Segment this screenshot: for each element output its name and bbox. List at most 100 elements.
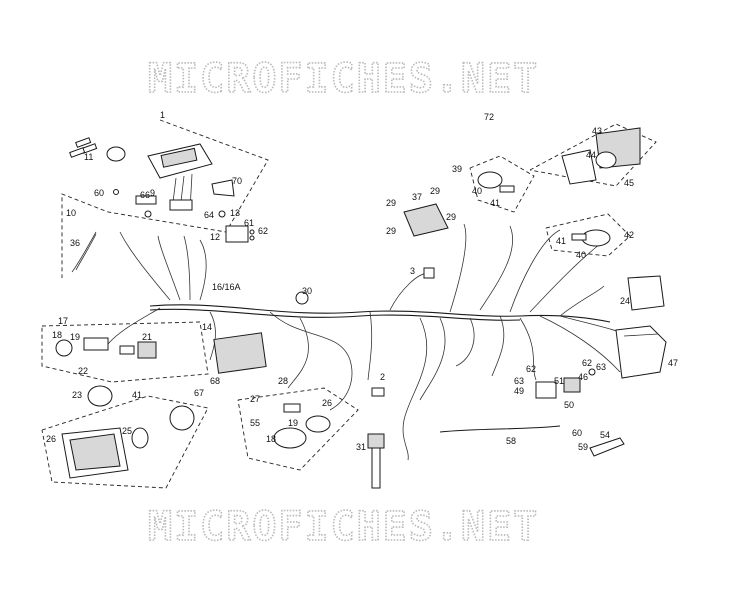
callout-62b: 62 xyxy=(582,358,592,368)
callout-40b: 40 xyxy=(576,250,586,260)
callout-29a: 29 xyxy=(386,198,396,208)
callout-42: 42 xyxy=(624,230,634,240)
callout-51: 51 xyxy=(554,376,564,386)
callout-55: 55 xyxy=(250,418,260,428)
callout-31: 31 xyxy=(356,442,366,452)
callout-60b: 60 xyxy=(572,428,582,438)
callout-59: 59 xyxy=(578,442,588,452)
callout-29b: 29 xyxy=(430,186,440,196)
headlamp-bulb xyxy=(131,427,149,449)
callout-3: 3 xyxy=(410,266,415,276)
callout-70: 70 xyxy=(232,176,242,186)
lamp-holder xyxy=(169,405,195,431)
front-indicator-group-outline xyxy=(237,387,359,471)
callout-29d: 29 xyxy=(386,226,396,236)
taillight-group-outline xyxy=(529,123,657,187)
callout-16-16a: 16/16A xyxy=(212,282,241,292)
callout-62a: 62 xyxy=(258,226,268,236)
callout-23: 23 xyxy=(72,390,82,400)
relay xyxy=(225,225,249,243)
callout-50: 50 xyxy=(564,400,574,410)
callout-37: 37 xyxy=(412,192,422,202)
callout-18b: 18 xyxy=(266,434,276,444)
callout-2: 2 xyxy=(380,372,385,382)
callout-41a: 41 xyxy=(132,390,142,400)
cable-58 xyxy=(439,425,561,433)
rear-indicator-group-outline xyxy=(469,155,535,213)
callout-13: 13 xyxy=(230,208,240,218)
sensor-2 xyxy=(371,387,385,397)
callout-22: 22 xyxy=(78,366,88,376)
callout-labels: 1 11 9 70 60 66 10 64 13 61 62 12 36 16/… xyxy=(46,110,678,452)
callout-58: 58 xyxy=(506,436,516,446)
ignition-coil xyxy=(367,433,385,489)
callout-19b: 19 xyxy=(288,418,298,428)
callout-25: 25 xyxy=(122,426,132,436)
callout-67: 67 xyxy=(194,388,204,398)
callout-41b: 41 xyxy=(490,198,500,208)
instrument-group-outline xyxy=(61,119,269,278)
grommet-30 xyxy=(295,291,309,305)
callout-60: 60 xyxy=(94,188,104,198)
callout-1: 1 xyxy=(160,110,165,120)
callout-21: 21 xyxy=(142,332,152,342)
horn xyxy=(87,385,113,407)
headlamp xyxy=(61,427,129,479)
connector-3 xyxy=(423,267,435,279)
callout-64: 64 xyxy=(204,210,214,220)
callout-46: 46 xyxy=(578,372,588,382)
main-wiring-harness xyxy=(75,223,641,461)
rear-indicator-1 xyxy=(477,171,515,193)
headlight-switch-group-outline xyxy=(41,321,209,383)
callout-14: 14 xyxy=(202,322,212,332)
front-indicators xyxy=(273,403,331,449)
callout-40a: 40 xyxy=(472,186,482,196)
callout-36: 36 xyxy=(70,238,80,248)
cover-24 xyxy=(627,275,665,311)
fasteners-cluster xyxy=(113,189,255,241)
wire-36 xyxy=(71,231,97,273)
callout-43: 43 xyxy=(592,126,602,136)
callout-54: 54 xyxy=(600,430,610,440)
battery xyxy=(615,325,667,379)
callout-29c: 29 xyxy=(446,212,456,222)
rear-indicator-2 xyxy=(571,229,611,247)
callout-63a: 63 xyxy=(596,362,606,372)
callout-68: 68 xyxy=(210,376,220,386)
callout-10: 10 xyxy=(66,208,76,218)
callout-45: 45 xyxy=(624,178,634,188)
callout-9: 9 xyxy=(150,188,155,198)
switch-assembly xyxy=(55,337,157,359)
callout-63b: 63 xyxy=(514,376,524,386)
callout-27: 27 xyxy=(250,394,260,404)
control-unit xyxy=(403,203,449,237)
callout-17: 17 xyxy=(58,316,68,326)
bulbs xyxy=(69,137,126,162)
callout-26b: 26 xyxy=(322,398,332,408)
callout-12: 12 xyxy=(210,232,220,242)
callout-41c: 41 xyxy=(556,236,566,246)
diagram-reference: 72 xyxy=(484,112,494,122)
callout-28: 28 xyxy=(278,376,288,386)
callout-49: 49 xyxy=(514,386,524,396)
watermark-bottom: MICROFICHES.NET xyxy=(148,504,539,550)
headlamp-group-outline xyxy=(41,395,209,489)
watermark-top: MICROFICHES.NET xyxy=(148,56,539,102)
callout-66: 66 xyxy=(140,190,150,200)
callout-19a: 19 xyxy=(70,332,80,342)
callout-24: 24 xyxy=(620,296,630,306)
callout-44: 44 xyxy=(586,150,596,160)
strap-54 xyxy=(589,437,625,457)
callout-47: 47 xyxy=(668,358,678,368)
callout-62c: 62 xyxy=(526,364,536,374)
cluster-bracket xyxy=(211,179,235,197)
voltage-regulator xyxy=(213,332,267,374)
taillight xyxy=(561,127,641,185)
rear-indicator-group-2-outline xyxy=(545,213,631,257)
callout-39: 39 xyxy=(452,164,462,174)
callout-30: 30 xyxy=(302,286,312,296)
callout-61: 61 xyxy=(244,218,254,228)
callout-11: 11 xyxy=(84,152,93,162)
instrument-cluster xyxy=(147,143,213,211)
